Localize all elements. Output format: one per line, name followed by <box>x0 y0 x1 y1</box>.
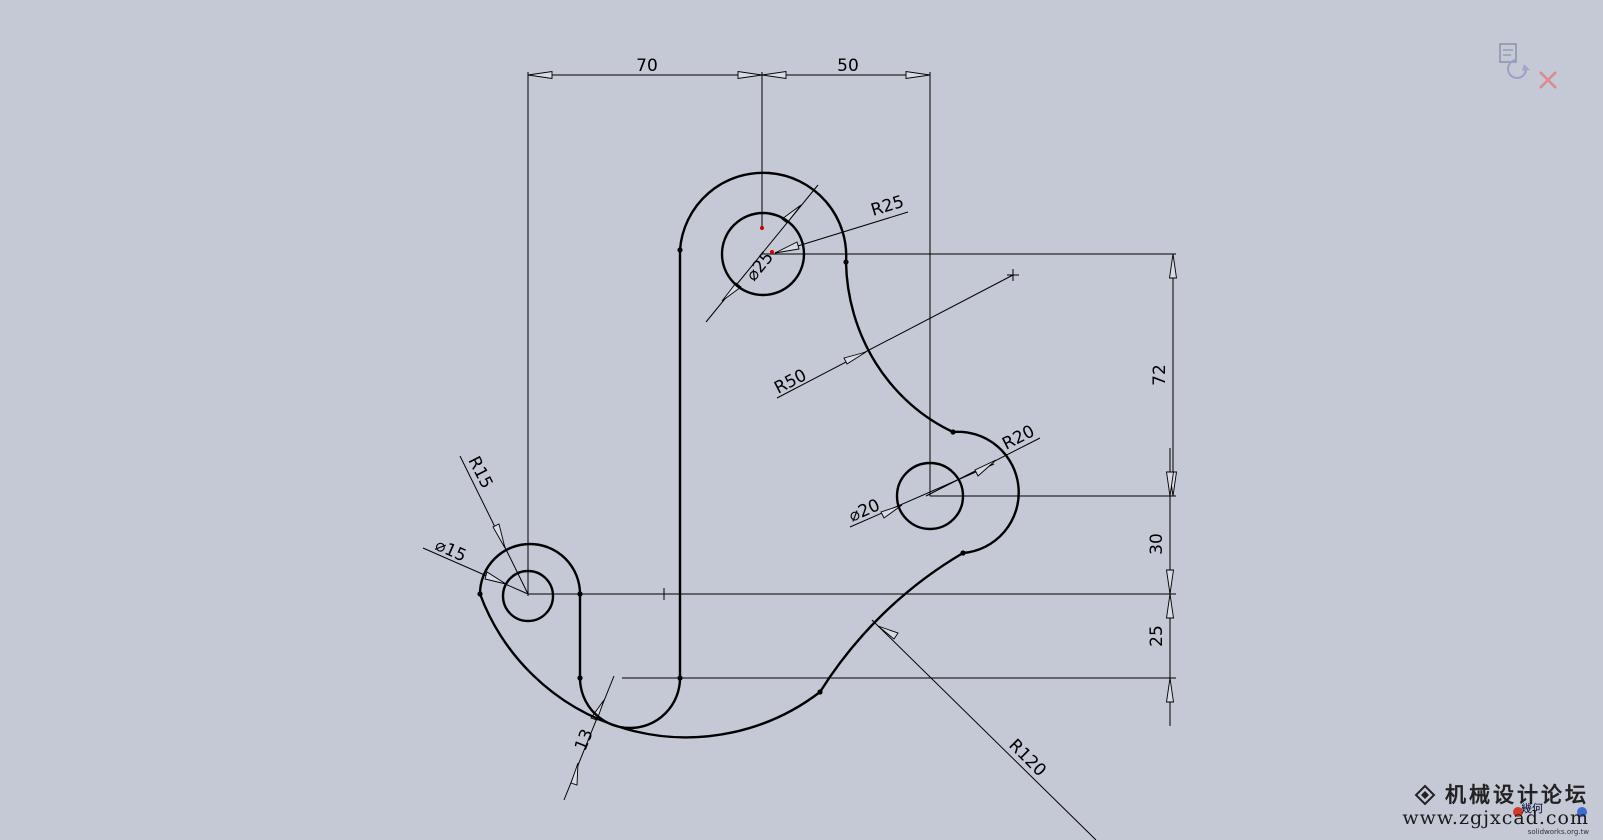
dim-r120: R120 <box>1004 735 1049 780</box>
dimension-arrows <box>484 70 1178 786</box>
watermark-url: www.zgjxcad.com <box>1402 807 1589 829</box>
dim-r25: R25 <box>869 192 907 221</box>
watermark-badge-text: 幾何 <box>1521 802 1543 815</box>
dim-r20: R20 <box>999 421 1038 454</box>
site-badge-icon <box>1513 807 1587 817</box>
hole-phi20 <box>895 461 965 531</box>
close-icon[interactable] <box>1539 71 1557 89</box>
dimension-texts: 70 50 R25 ⌀25 72 R50 R20 ⌀20 30 R15 ⌀15 … <box>432 56 1170 781</box>
sketch-points <box>477 226 966 695</box>
hole-phi25 <box>720 211 806 297</box>
dim-phi15: ⌀15 <box>432 535 469 566</box>
dim-70: 70 <box>636 56 658 76</box>
dim-30: 30 <box>1147 533 1167 555</box>
dim-13: 13 <box>571 726 598 754</box>
dimension-lines <box>422 72 1176 840</box>
dim-50: 50 <box>837 56 859 76</box>
watermark: 机械设计论坛 www.zgjxcad.com solidworks.org.tw <box>1402 782 1589 836</box>
dim-72: 72 <box>1150 364 1170 386</box>
dim-r50: R50 <box>771 365 810 398</box>
watermark-title: 机械设计论坛 <box>1445 782 1589 807</box>
forum-logo-icon <box>1414 784 1436 806</box>
rebuild-icon[interactable] <box>1499 43 1530 79</box>
dim-25: 25 <box>1147 625 1167 647</box>
hole-phi15 <box>501 569 555 623</box>
part-profile[interactable] <box>478 171 1020 739</box>
dim-phi20: ⌀20 <box>846 495 883 526</box>
confirmation-corner <box>1499 43 1557 89</box>
watermark-subtitle: solidworks.org.tw <box>1527 828 1589 836</box>
